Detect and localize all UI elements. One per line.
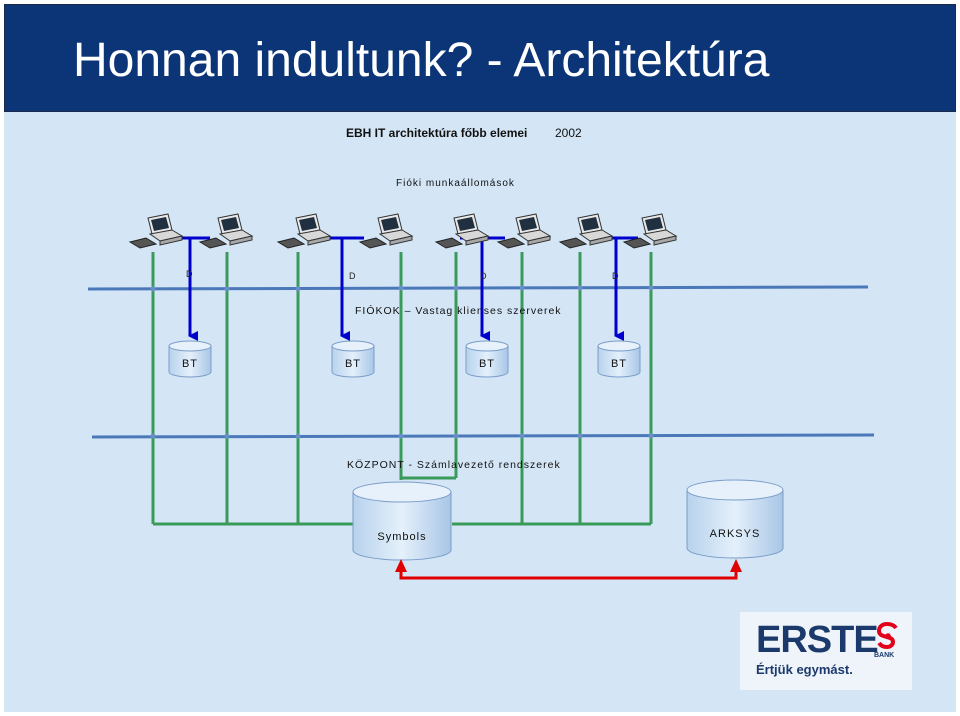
hq-system-cylinder <box>352 481 452 561</box>
hq-system-label: ARKSYS <box>710 528 761 540</box>
hq-system-label: Symbols <box>377 531 426 543</box>
red-connector <box>395 559 742 580</box>
workstation-icon <box>623 213 677 249</box>
branch-workstations-label: Fióki munkaállomások <box>396 178 515 189</box>
branch-server-cylinders <box>168 340 641 378</box>
bus-junction-dots <box>150 285 654 439</box>
diagram-year: 2002 <box>555 126 582 140</box>
branch-server-label: BT <box>345 358 361 370</box>
workstation-icon <box>199 213 253 249</box>
blue-connectors <box>166 236 638 341</box>
diagram-subtitle: EBH IT architektúra főbb elemei <box>346 126 528 140</box>
workstation-icons <box>129 213 677 249</box>
header-bar: Honnan indultunk? - Architektúra <box>4 4 956 112</box>
logo-slogan: Értjük egymást. <box>756 662 853 677</box>
erste-logo: ERSTE BANK Értjük egymást. <box>740 612 912 690</box>
branches-label: FIÓKOK – Vastag klienses szerverek <box>355 305 562 317</box>
workstation-icon <box>277 213 331 249</box>
erste-s-mark-icon <box>876 622 898 650</box>
workstation-icon <box>435 213 489 249</box>
branch-server-label: BT <box>479 358 495 370</box>
d-marker: D <box>612 271 619 281</box>
branch-server-cylinder <box>465 340 509 378</box>
logo-brand-text: ERSTE <box>756 619 879 661</box>
d-marker: D <box>186 269 193 279</box>
branch-server-cylinder <box>597 340 641 378</box>
branch-server-cylinder <box>168 340 212 378</box>
d-marker: D <box>480 271 487 281</box>
branch-server-label: BT <box>611 358 627 370</box>
workstation-icon <box>497 213 551 249</box>
page-title: Honnan indultunk? - Architektúra <box>73 34 770 87</box>
hq-system-cylinder <box>686 479 784 559</box>
d-marker: D <box>349 271 356 281</box>
workstation-icon <box>359 213 413 249</box>
workstation-icon <box>559 213 613 249</box>
workstation-icon <box>129 213 183 249</box>
hq-bus-line <box>91 433 875 439</box>
branch-bus-line <box>87 285 869 291</box>
logo-bank-text: BANK <box>874 652 895 659</box>
hq-label: KÖZPONT - Számlavezető rendszerek <box>347 459 561 471</box>
branch-server-cylinder <box>331 340 375 378</box>
branch-server-label: BT <box>182 358 198 370</box>
